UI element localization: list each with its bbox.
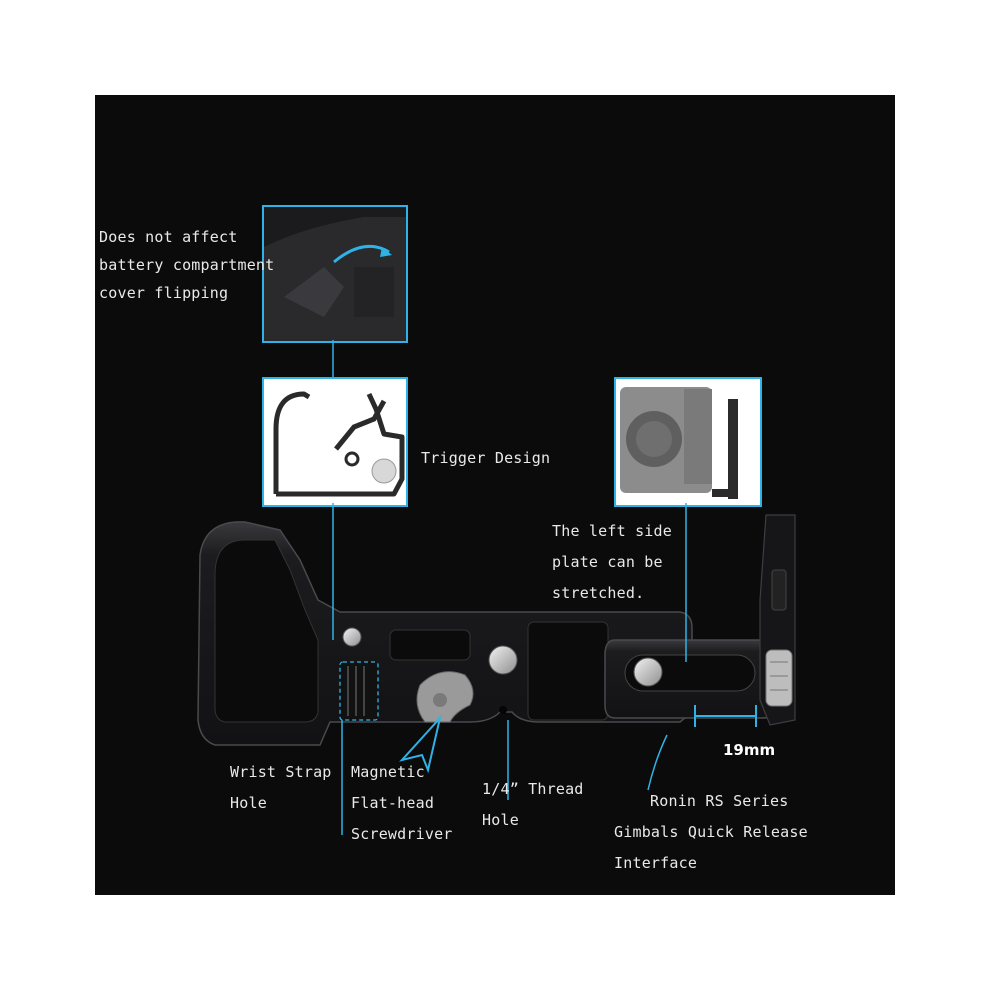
battery-cover-photo <box>262 205 408 343</box>
label-side-plate: The left side plate can be stretched. <box>552 522 672 602</box>
side-plate-photo <box>614 377 762 507</box>
label-wrist-strap: Wrist Strap Hole <box>230 763 332 812</box>
label-screwdriver: Magnetic Flat-head Screwdriver <box>351 763 453 843</box>
trigger-design-drawing <box>262 377 408 507</box>
label-thread-hole: 1/4” Thread Hole <box>482 780 584 829</box>
label-battery-cover: Does not affect battery compartment cove… <box>99 228 275 302</box>
label-ronin-interface: Ronin RS Series Gimbals Quick Release In… <box>614 792 808 872</box>
label-trigger-design: Trigger Design <box>421 449 551 467</box>
dimension-19mm: 19mm <box>723 741 776 759</box>
